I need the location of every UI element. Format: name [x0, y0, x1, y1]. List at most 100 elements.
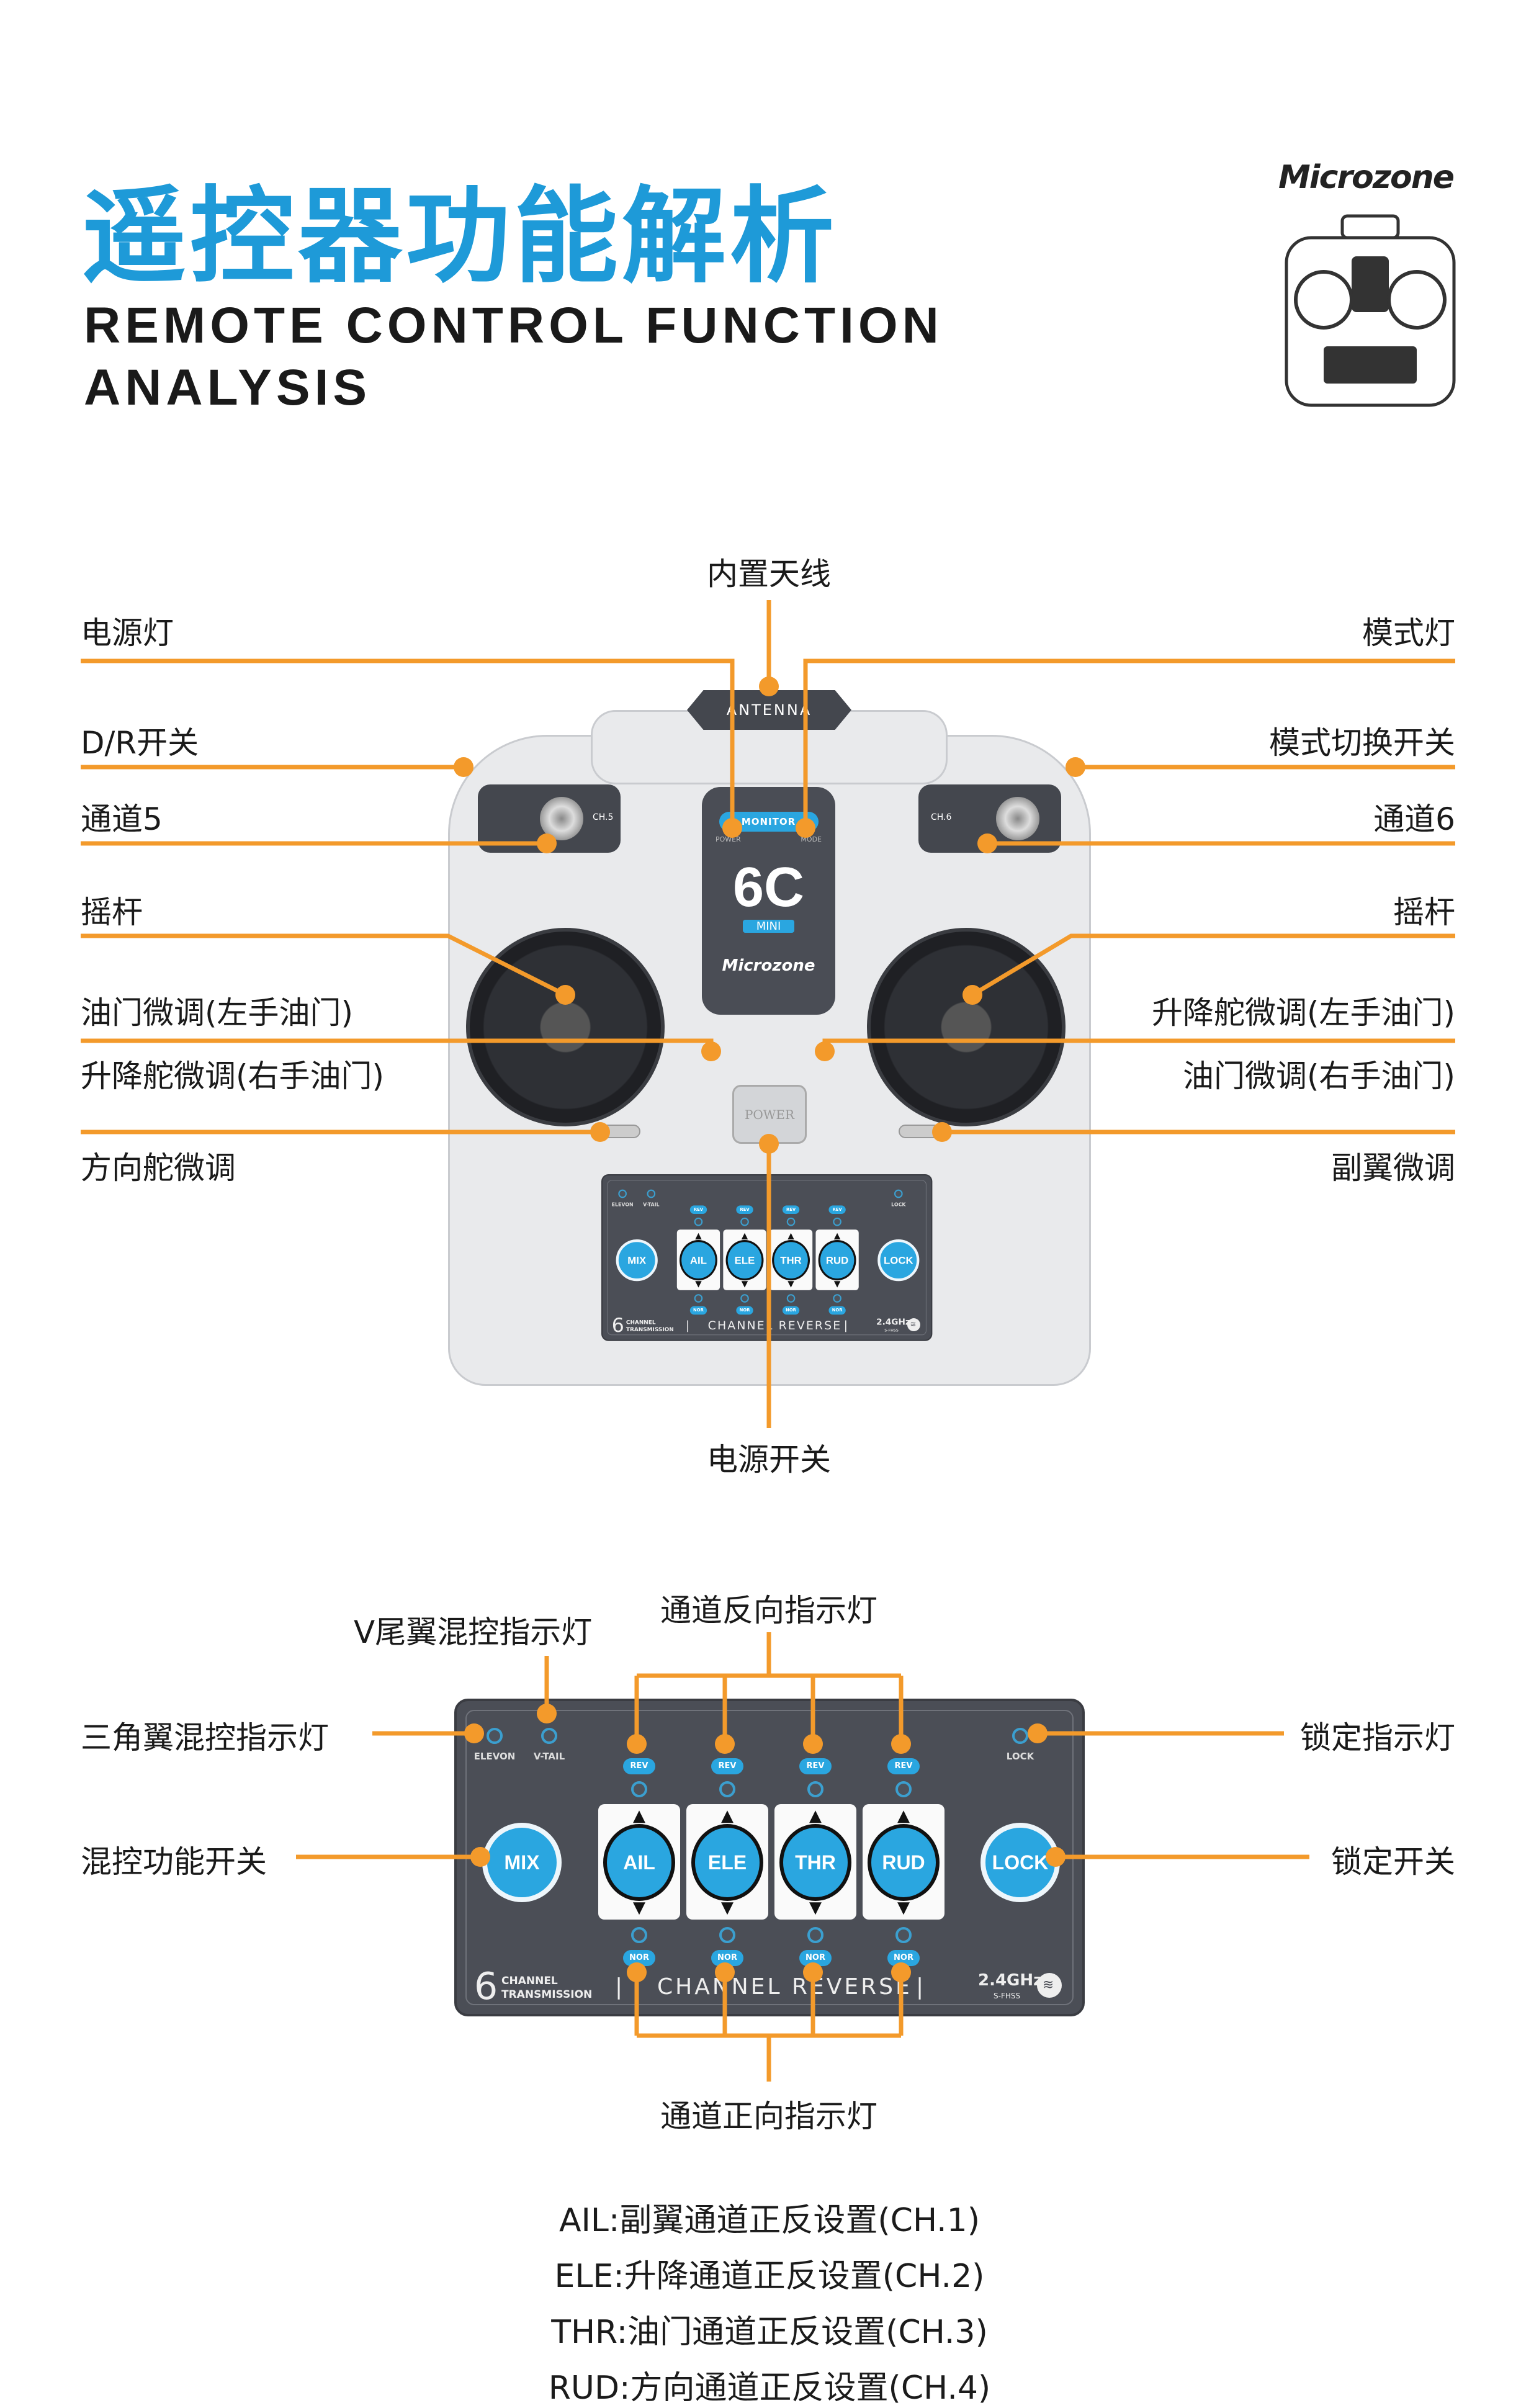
channel-button-ele[interactable]: ELE	[725, 1240, 764, 1281]
six-digit: 6	[474, 1965, 501, 2008]
arrow-down-icon: ▼	[695, 1279, 702, 1289]
frequency-label: 2.4GHz	[876, 1317, 910, 1328]
vtail-label: V-TAIL	[533, 1751, 565, 1762]
lock-button[interactable]: LOCK	[980, 1823, 1060, 1902]
callout-ch6: 通道6	[1373, 801, 1455, 837]
controller-brand: Microzone	[722, 956, 815, 975]
arrow-up-icon: ▲	[787, 1231, 794, 1241]
channel-line1: CHANNEL	[501, 1975, 558, 1987]
nor-led	[786, 1294, 796, 1303]
model-sub-label: MINI	[742, 920, 795, 933]
arrow-up-icon: ▲	[809, 1807, 822, 1825]
antenna-label: ANTENNA	[687, 690, 851, 730]
rev-led	[807, 1781, 823, 1797]
sep-left: |	[615, 1974, 626, 2000]
channel-reverse-title: CHANNEL REVERSE	[707, 1319, 842, 1332]
callout-ele-trim-right-mode: 升降舵微调(右手油门)	[81, 1058, 385, 1094]
mix-button[interactable]: MIX	[616, 1239, 658, 1282]
subtitle-line1: REMOTE CONTROL FUNCTION	[84, 297, 943, 354]
rev-led	[719, 1781, 735, 1797]
callout-power-switch: 电源开关	[707, 1442, 831, 1478]
channel-line2: TRANSMISSION	[501, 1988, 593, 2001]
arrow-down-icon: ▼	[741, 1279, 748, 1289]
ch6-knob[interactable]	[996, 797, 1039, 840]
channel-button-thr[interactable]: THR	[772, 1240, 810, 1281]
callout-dr-switch: D/R开关	[81, 725, 199, 761]
wireless-icon: ≋	[907, 1318, 920, 1332]
lock-led-label: LOCK	[891, 1202, 906, 1208]
nor-label: NOR	[711, 1950, 743, 1966]
rev-led	[631, 1781, 647, 1797]
nor-led	[694, 1294, 703, 1303]
nor-label: NOR	[689, 1306, 707, 1315]
arrow-down-icon: ▼	[633, 1898, 645, 1917]
rev-label: REV	[736, 1205, 753, 1215]
lock-led-label: LOCK	[1006, 1751, 1034, 1762]
channel-reverse-title: CHANNEL REVERSE	[657, 1974, 912, 2000]
subtitle-line2: ANALYSIS	[84, 359, 372, 416]
fhss-label: S-FHSS	[884, 1328, 899, 1333]
callout-stick-right: 摇杆	[1393, 894, 1455, 930]
elevon-led	[618, 1189, 627, 1198]
vtail-led	[541, 1728, 557, 1744]
vtail-label: V-TAIL	[643, 1202, 660, 1208]
callout-elevon-led: 三角翼混控指示灯	[81, 1720, 329, 1756]
channel-button-rud[interactable]: RUD	[868, 1824, 940, 1901]
arrow-up-icon: ▲	[633, 1807, 645, 1825]
frequency-label: 2.4GHz	[978, 1971, 1043, 1990]
sep-right: |	[916, 1974, 927, 2000]
channel-line1: CHANNEL	[626, 1319, 656, 1326]
nor-led	[895, 1927, 912, 1943]
arrow-up-icon: ▲	[741, 1231, 748, 1241]
six-digit: 6	[611, 1314, 626, 1337]
lock-led	[1012, 1728, 1028, 1744]
sep-right: |	[843, 1319, 850, 1332]
channel-button-ail[interactable]: AIL	[603, 1824, 675, 1901]
arrow-down-icon: ▼	[897, 1898, 910, 1917]
fhss-label: S-FHSS	[994, 1992, 1021, 2000]
callout-mix-switch: 混控功能开关	[81, 1844, 267, 1880]
rev-label: REV	[623, 1758, 655, 1774]
channel-button-thr[interactable]: THR	[779, 1824, 851, 1901]
ch5-label: CH.5	[593, 812, 614, 822]
ch6-label: CH.6	[931, 812, 952, 822]
callout-reverse-leds: 通道反向指示灯	[660, 1593, 877, 1629]
note-ail: AIL:副翼通道正反设置(CH.1)	[559, 2202, 980, 2239]
channel-button-ele[interactable]: ELE	[691, 1824, 763, 1901]
rev-label: REV	[711, 1758, 743, 1774]
rev-led	[740, 1217, 749, 1226]
ch5-knob[interactable]	[540, 797, 583, 840]
channel-line2: TRANSMISSION	[626, 1326, 674, 1333]
note-rud: RUD:方向通道正反设置(CH.4)	[548, 2370, 991, 2407]
callout-lock-led: 锁定指示灯	[1300, 1720, 1455, 1756]
rev-label: REV	[887, 1758, 920, 1774]
elevon-label: ELEVON	[611, 1202, 634, 1208]
rev-label: REV	[689, 1205, 707, 1215]
arrow-up-icon: ▲	[721, 1807, 734, 1825]
callout-rud-trim: 方向舵微调	[81, 1150, 236, 1186]
callout-mode-switch: 模式切换开关	[1269, 725, 1455, 761]
nor-led	[833, 1294, 841, 1303]
elevon-led	[487, 1728, 503, 1744]
channel-button-ail[interactable]: AIL	[680, 1240, 717, 1281]
lock-button[interactable]: LOCK	[877, 1239, 920, 1282]
nor-led	[740, 1294, 749, 1303]
arrow-down-icon: ▼	[809, 1898, 822, 1917]
callout-lock-switch: 锁定开关	[1331, 1844, 1455, 1880]
arrow-up-icon: ▲	[897, 1807, 910, 1825]
callout-ch5: 通道5	[81, 801, 163, 837]
nor-led	[807, 1927, 823, 1943]
elevon-label: ELEVON	[473, 1751, 516, 1762]
channel-button-rud[interactable]: RUD	[818, 1240, 856, 1281]
vtail-led	[647, 1189, 656, 1198]
brand-logo: Microzone	[1278, 159, 1455, 196]
nor-label: NOR	[782, 1306, 800, 1315]
arrow-down-icon: ▼	[833, 1279, 841, 1289]
nor-label: NOR	[736, 1306, 753, 1315]
callout-thr-trim-left-mode: 油门微调(左手油门)	[81, 995, 354, 1031]
remote-thumbnail-icon	[1285, 214, 1456, 407]
callout-mode-led: 模式灯	[1362, 615, 1455, 651]
